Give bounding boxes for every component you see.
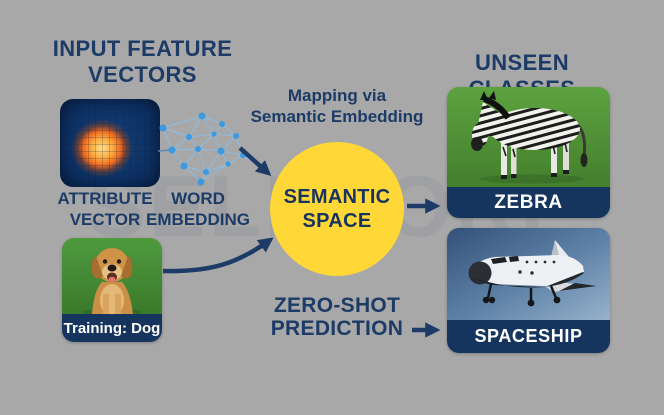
mapping-line: Semantic Embedding (250, 107, 424, 126)
zero-shot-prediction-label: ZERO-SHOT PREDICTION (252, 294, 422, 340)
semantic-space-line: SEMANTIC (283, 186, 391, 208)
training-dog-card: Training: Dog (62, 238, 162, 342)
prediction-line: ZERO-SHOT (273, 294, 401, 317)
semantic-space-node: SEMANTIC SPACE (270, 142, 404, 276)
prediction-line: PREDICTION (270, 317, 404, 340)
label-line: EMBEDDING (146, 210, 250, 229)
zebra-caption: ZEBRA (447, 187, 610, 218)
attribute-vector-label: ATTRIBUTE VECTOR (45, 188, 165, 230)
heatmap-network-connector (157, 149, 173, 152)
training-dog-caption: Training: Dog (62, 314, 162, 342)
attribute-heatmap (60, 99, 160, 187)
label-line: VECTOR (69, 210, 141, 229)
spaceship-caption: SPACESHIP (447, 320, 610, 353)
input-feature-vectors-title: INPUT FEATURE VECTORS (40, 36, 245, 88)
spaceship-image (447, 228, 610, 320)
semantic-space-line: SPACE (302, 210, 372, 232)
word-embedding-label: WORD EMBEDDING (138, 188, 258, 230)
label-line: WORD (171, 189, 225, 208)
dog-image (62, 238, 162, 314)
title-line: INPUT FEATURE (52, 36, 233, 61)
spaceship-card: SPACESHIP (447, 228, 610, 353)
label-line: ATTRIBUTE (57, 189, 153, 208)
mapping-via-semantic-embedding-label: Mapping via Semantic Embedding (240, 85, 434, 127)
zebra-card: ZEBRA (447, 87, 610, 218)
zebra-image (447, 87, 610, 187)
mapping-line: Mapping via (287, 86, 387, 105)
title-line: VECTORS (88, 62, 197, 87)
